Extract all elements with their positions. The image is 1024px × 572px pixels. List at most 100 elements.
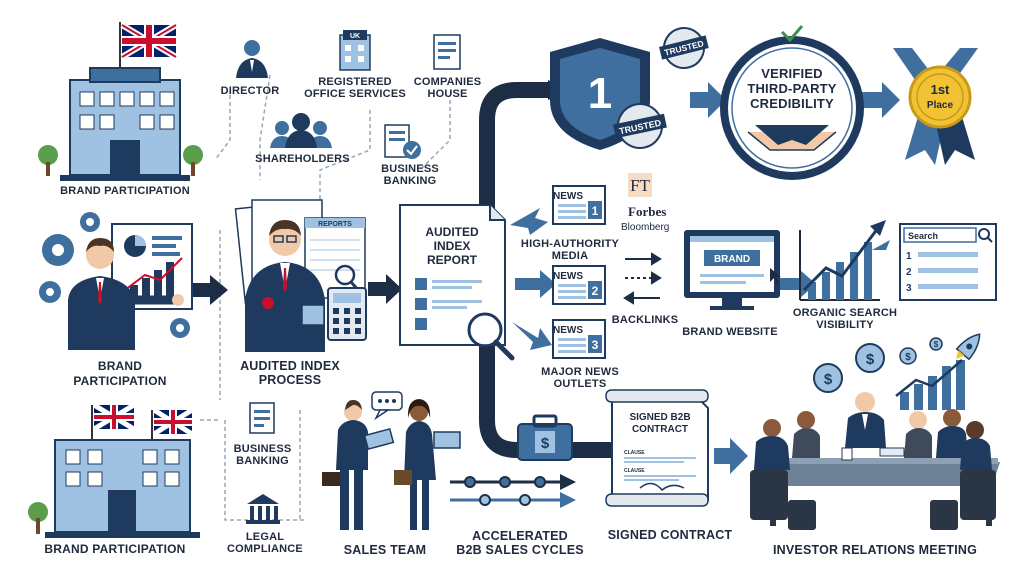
investor-meeting-icon: $ $ $ $ bbox=[750, 333, 1000, 530]
news-card-3: NEWS 3 bbox=[552, 319, 606, 359]
first-place-line1: 1st bbox=[931, 82, 950, 97]
svg-text:2: 2 bbox=[592, 284, 599, 298]
label-business-banking-top: BUSINESS BANKING bbox=[365, 163, 455, 187]
ft-logo: FT bbox=[630, 176, 650, 195]
label-brand-website: BRAND WEBSITE bbox=[682, 326, 778, 338]
svg-text:3: 3 bbox=[592, 338, 599, 352]
svg-text:$: $ bbox=[866, 351, 875, 368]
verified-badge-icon bbox=[720, 25, 864, 180]
label-line: COMPANIES bbox=[413, 76, 482, 88]
label-director: DIRECTOR bbox=[220, 85, 280, 97]
label-line: REGISTERED bbox=[318, 76, 392, 88]
svg-text:2: 2 bbox=[906, 267, 912, 278]
trusted-stamp-top: TRUSTED bbox=[659, 27, 709, 69]
label-brand-participation-mid-line: PARTICIPATION bbox=[73, 374, 167, 388]
label-line: PROCESS bbox=[258, 373, 322, 387]
svg-text:$: $ bbox=[824, 371, 833, 388]
first-place-line2: Place bbox=[927, 100, 954, 111]
label-line: ORGANIC SEARCH bbox=[792, 307, 898, 319]
label-line: OUTLETS bbox=[553, 378, 607, 390]
trusted-stamp-shield: TRUSTED bbox=[613, 103, 667, 149]
label-line: BUSINESS bbox=[381, 163, 439, 175]
label-line: BANKING bbox=[383, 175, 437, 187]
sales-pipeline bbox=[450, 474, 576, 508]
label-line: B2B SALES CYCLES bbox=[456, 543, 584, 557]
companies-house-icon bbox=[433, 34, 461, 70]
audited-report-title-1: AUDITED bbox=[425, 225, 479, 239]
label-legal-compliance: LEGAL COMPLIANCE bbox=[220, 531, 310, 555]
label-line: HOUSE bbox=[427, 88, 468, 100]
business-banking-bottom-icon bbox=[249, 402, 275, 434]
reports-folder-text: REPORTS bbox=[318, 221, 352, 228]
label-sales-team: SALES TEAM bbox=[343, 543, 427, 557]
svg-text:NEWS: NEWS bbox=[553, 325, 583, 336]
label-audited-index-process: AUDITED INDEX PROCESS bbox=[225, 359, 355, 387]
label-line: COMPLIANCE bbox=[227, 543, 303, 555]
label-accelerated-b2b: ACCELERATED B2B SALES CYCLES bbox=[445, 529, 595, 557]
label-signed-contract: SIGNED CONTRACT bbox=[607, 528, 733, 542]
registered-office-icon: UK bbox=[339, 30, 371, 71]
rocket-icon bbox=[955, 333, 981, 361]
label-line: LEGAL bbox=[245, 531, 285, 543]
chat-bubble-icon bbox=[371, 391, 403, 421]
label-line: ACCELERATED bbox=[472, 529, 568, 543]
organic-growth-icon bbox=[799, 220, 886, 301]
calculator-icon bbox=[327, 287, 367, 341]
label-line: THIRD-PARTY bbox=[747, 81, 837, 96]
label-investor-relations: INVESTOR RELATIONS MEETING bbox=[772, 543, 978, 557]
label-line: VERIFIED bbox=[761, 66, 823, 81]
svg-text:CLAUSE: CLAUSE bbox=[624, 450, 645, 456]
label-major-news-outlets: MAJOR NEWS OUTLETS bbox=[530, 366, 630, 390]
label-registered-office: REGISTERED OFFICE SERVICES bbox=[300, 76, 410, 100]
label-backlinks: BACKLINKS bbox=[611, 314, 679, 326]
presenter-icon bbox=[39, 212, 193, 350]
svg-text:$: $ bbox=[905, 352, 911, 363]
trust-shield-icon: 1 TRUSTED TRUSTED bbox=[550, 27, 709, 150]
uk-flag-icon bbox=[120, 22, 178, 60]
attendees bbox=[754, 392, 992, 470]
backlink-arrows bbox=[623, 252, 662, 305]
label-shareholders: SHAREHOLDERS bbox=[255, 153, 350, 165]
uk-badge-text: UK bbox=[350, 33, 360, 40]
search-widget-icon: Search 1 2 3 bbox=[899, 223, 997, 301]
building-top-icon bbox=[38, 22, 203, 181]
shield-number: 1 bbox=[588, 69, 612, 118]
label-line: BANKING bbox=[236, 455, 289, 467]
shareholders-icon bbox=[270, 113, 332, 148]
building-bottom-icon bbox=[28, 402, 200, 538]
label-line: HIGH-AUTHORITY bbox=[520, 238, 620, 250]
growth-bars-icon bbox=[900, 360, 965, 410]
svg-text:NEWS: NEWS bbox=[553, 271, 583, 282]
signed-contract-icon: SIGNED B2B CONTRACT CLAUSE CLAUSE bbox=[605, 389, 709, 507]
label-line: MAJOR NEWS bbox=[541, 366, 619, 378]
label-line: CREDIBILITY bbox=[750, 96, 834, 111]
label-brand-participation-mid: BRAND PARTICIPATION bbox=[45, 359, 195, 389]
svg-text:3: 3 bbox=[906, 283, 912, 294]
audited-report-title-3: REPORT bbox=[427, 253, 478, 267]
svg-text:NEWS: NEWS bbox=[553, 191, 583, 202]
dollar-coin-icon: $ $ $ $ bbox=[813, 337, 943, 393]
label-organic-search-visibility: ORGANIC SEARCH VISIBILITY bbox=[780, 307, 910, 331]
forbes-logo: Forbes bbox=[628, 204, 666, 219]
svg-text:$: $ bbox=[934, 340, 939, 349]
label-companies-house: COMPANIES HOUSE bbox=[405, 76, 490, 100]
svg-text:BRAND: BRAND bbox=[714, 254, 750, 265]
contract-title-1: SIGNED B2B bbox=[629, 412, 690, 423]
flow-connectors bbox=[200, 74, 618, 521]
audited-report-title-2: INDEX bbox=[434, 239, 471, 253]
business-banking-top-icon bbox=[384, 124, 421, 159]
label-line: VISIBILITY bbox=[816, 319, 874, 331]
brand-website-monitor-icon: BRAND bbox=[684, 230, 781, 310]
label-line: MEDIA bbox=[551, 250, 589, 262]
news-cards: NEWS 1 NEWS 2 NEWS 3 bbox=[552, 185, 606, 359]
bloomberg-logo: Bloomberg bbox=[621, 222, 669, 233]
contract-title-2: CONTRACT bbox=[632, 424, 688, 435]
audited-report-icon: AUDITED INDEX REPORT bbox=[399, 204, 515, 361]
label-line: BUSINESS bbox=[233, 443, 292, 455]
label-brand-participation-mid-line: BRAND bbox=[97, 359, 143, 373]
legal-compliance-icon bbox=[246, 494, 280, 524]
news-card-2: NEWS 2 bbox=[552, 265, 606, 305]
label-line: AUDITED INDEX bbox=[240, 359, 340, 373]
